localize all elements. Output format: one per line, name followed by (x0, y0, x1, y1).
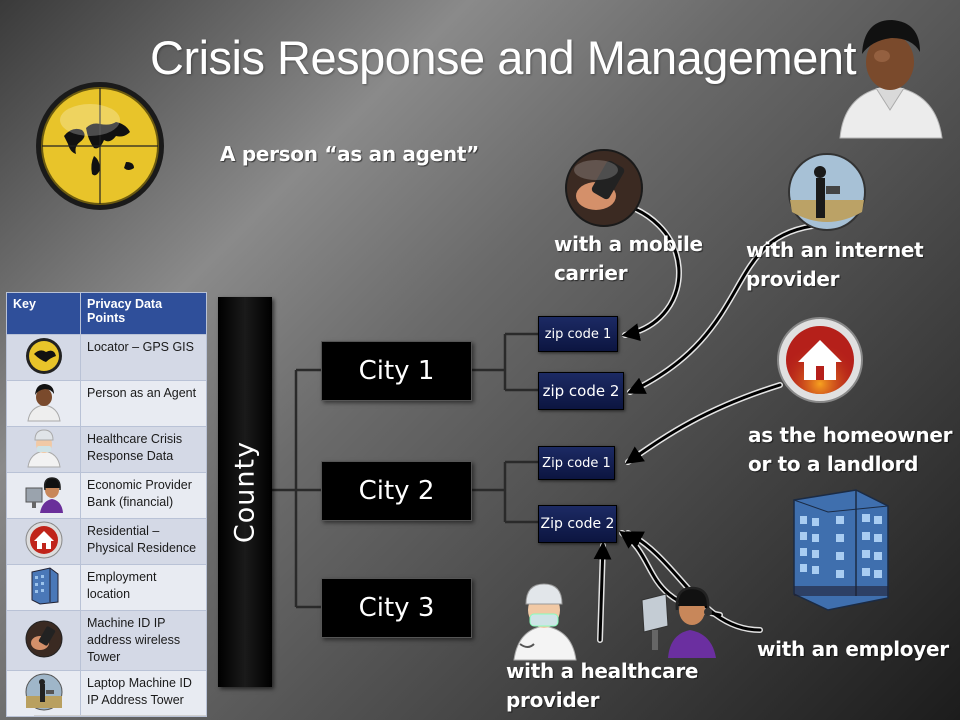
key-row: Economic Provider Bank (financial) (6, 472, 207, 519)
key-row-label: Residential – Physical Residence (80, 518, 207, 565)
person-icon (832, 12, 950, 142)
caption-healthcare: with a healthcare provider (506, 657, 698, 715)
city-2-box: City 2 (321, 461, 472, 521)
laptop-user-icon (786, 152, 868, 232)
caption-internet: with an internet provider (746, 236, 924, 294)
key-row: Machine ID IP address wireless Tower (6, 610, 207, 671)
key-row-label: Locator – GPS GIS (80, 334, 207, 381)
zip-code-2-city1: zip code 2 (538, 372, 624, 410)
city-3-box: City 3 (321, 578, 472, 638)
phone-icon (562, 148, 646, 228)
page-title: Crisis Response and Management (150, 31, 857, 84)
caption-healthcare-line2: provider (506, 688, 600, 712)
zip-code-1-city2: Zip code 1 (538, 446, 615, 480)
city-1-box: City 1 (321, 341, 472, 401)
key-row-label: Healthcare Crisis Response Data (80, 426, 207, 473)
key-table-header: Key Privacy Data Points (6, 292, 207, 335)
key-row-label: Economic Provider Bank (financial) (80, 472, 207, 519)
doctor-icon (24, 428, 64, 471)
key-table: Key Privacy Data Points Locator – GPS GI… (6, 292, 207, 717)
house-icon (24, 520, 64, 563)
laptop-user-icon (24, 672, 64, 715)
caption-employer: with an employer (757, 637, 949, 661)
caption-internet-line2: provider (746, 267, 840, 291)
person-icon (24, 382, 64, 425)
globe-map-icon (24, 336, 64, 379)
key-row: Locator – GPS GIS (6, 334, 207, 381)
house-icon (776, 306, 864, 416)
key-header-col2: Privacy Data Points (80, 292, 207, 335)
county-label: County (229, 440, 261, 544)
footer-divider (34, 715, 206, 716)
caption-mobile-line2: carrier (554, 261, 628, 285)
phone-icon (24, 619, 64, 662)
caption-homeowner-line1: as the homeowner (748, 423, 953, 447)
key-row: Laptop Machine ID IP Address Tower (6, 670, 207, 717)
zip-code-2-city2: Zip code 2 (538, 505, 617, 543)
building-icon (24, 566, 64, 609)
operator-icon (24, 474, 64, 517)
key-header-col1: Key (6, 292, 81, 335)
subtitle: A person “as an agent” (220, 142, 479, 166)
doctor-icon (510, 582, 580, 662)
globe-map-icon (34, 80, 166, 212)
county-bar: County (218, 297, 272, 687)
caption-homeowner-line2: or to a landlord (748, 452, 919, 476)
key-row: Employment location (6, 564, 207, 611)
key-row-label: Machine ID IP address wireless Tower (80, 610, 207, 671)
key-row-label: Person as an Agent (80, 380, 207, 427)
key-row-label: Laptop Machine ID IP Address Tower (80, 670, 207, 717)
key-row-label: Employment location (80, 564, 207, 611)
caption-internet-line1: with an internet (746, 238, 924, 262)
operator-icon (640, 580, 720, 660)
building-icon (784, 486, 896, 614)
key-row: Residential – Physical Residence (6, 518, 207, 565)
key-row: Person as an Agent (6, 380, 207, 427)
key-row: Healthcare Crisis Response Data (6, 426, 207, 473)
caption-healthcare-line1: with a healthcare (506, 659, 699, 683)
caption-mobile-line1: with a mobile (554, 232, 703, 256)
caption-homeowner: as the homeowner or to a landlord (748, 421, 952, 479)
caption-mobile: with a mobile carrier (554, 230, 703, 288)
zip-code-1-city1: zip code 1 (538, 316, 618, 352)
